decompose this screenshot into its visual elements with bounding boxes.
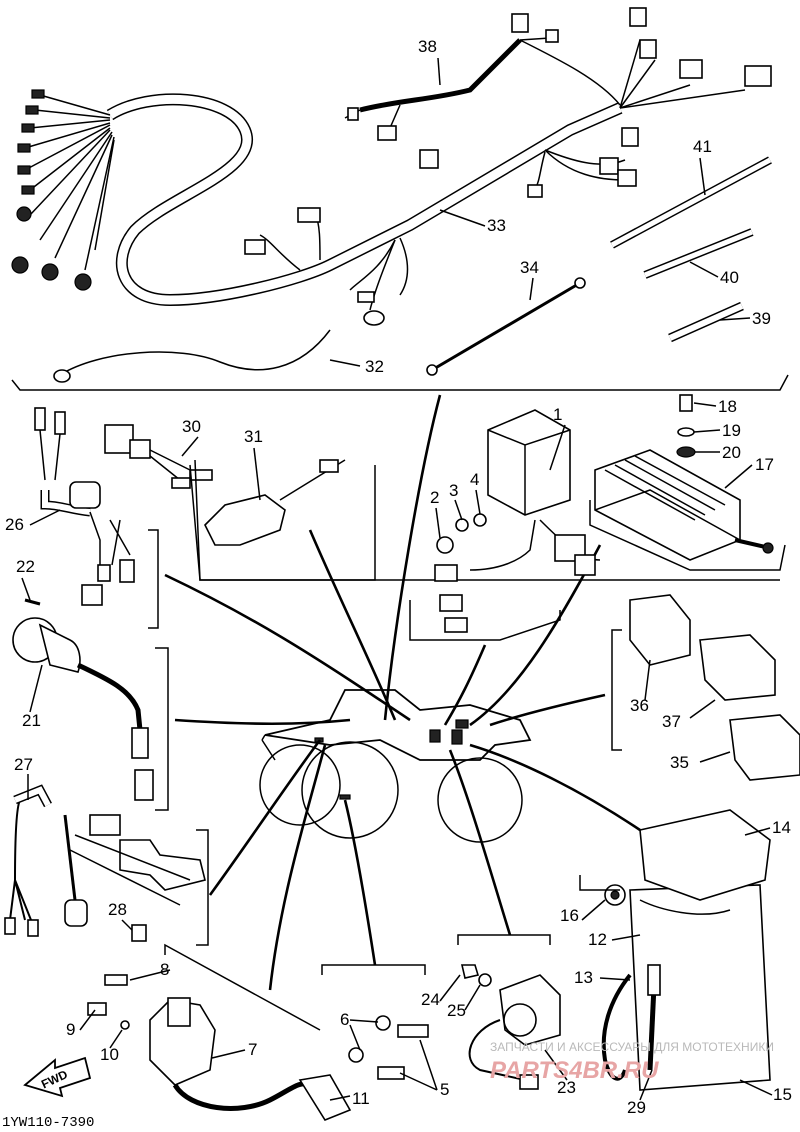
label-27: 27: [14, 755, 33, 774]
label-21: 21: [22, 711, 41, 730]
label-6: 6: [340, 1010, 349, 1029]
label-33: 33: [487, 216, 506, 235]
label-26: 26: [5, 515, 24, 534]
label-2: 2: [430, 488, 439, 507]
figure-code: 1YW110-7390: [2, 1115, 94, 1131]
label-31: 31: [244, 427, 263, 446]
watermark-logo: PARTS4BR.RU: [490, 1057, 659, 1084]
label-17: 17: [755, 455, 774, 474]
label-ticks: [21, 57, 773, 1101]
label-36: 36: [630, 696, 649, 715]
label-16: 16: [560, 906, 579, 925]
label-15: 15: [773, 1085, 792, 1104]
part-labels: 1 2 3 4 5 6 7 8 9 10 11 12 13 14 15 16 1…: [5, 37, 792, 1117]
label-3: 3: [449, 481, 458, 500]
label-19: 19: [722, 421, 741, 440]
label-8: 8: [160, 960, 169, 979]
label-13: 13: [574, 968, 593, 987]
label-41: 41: [693, 137, 712, 156]
relay-parts: [104, 424, 780, 581]
label-32: 32: [365, 357, 384, 376]
label-23: 23: [557, 1078, 576, 1097]
watermark-subtitle: ЗАПЧАСТИ И АКСЕССУАРЫ ДЛЯ МОТОТЕХНИКИ: [490, 1040, 774, 1054]
bolts: [321, 964, 429, 1080]
label-35: 35: [670, 753, 689, 772]
label-30: 30: [182, 417, 201, 436]
label-39: 39: [752, 309, 771, 328]
label-29: 29: [627, 1098, 646, 1117]
label-12: 12: [588, 930, 607, 949]
atv-outline: [259, 689, 532, 843]
regulator: [589, 394, 786, 571]
label-11: 11: [352, 1089, 370, 1108]
label-40: 40: [720, 268, 739, 287]
wire-harness-group: [11, 7, 789, 391]
label-1: 1: [553, 405, 562, 424]
label-28: 28: [108, 900, 127, 919]
label-20: 20: [722, 443, 741, 462]
starter-relay: [457, 934, 561, 1090]
cdi-unit: [409, 409, 601, 641]
battery: [579, 809, 771, 1091]
label-9: 9: [66, 1020, 75, 1039]
leader-lines: [164, 394, 641, 991]
label-34: 34: [520, 258, 539, 277]
label-37: 37: [662, 712, 681, 731]
label-14: 14: [772, 818, 791, 837]
label-5: 5: [440, 1080, 449, 1099]
label-18: 18: [718, 397, 737, 416]
label-10: 10: [100, 1045, 119, 1064]
label-22: 22: [16, 557, 35, 576]
label-25: 25: [447, 1001, 466, 1020]
ignition-coil: [23, 943, 352, 1121]
label-7: 7: [248, 1040, 257, 1059]
terminal-covers: [611, 594, 800, 781]
label-38: 38: [418, 37, 437, 56]
label-24: 24: [421, 990, 440, 1009]
left-parts: [4, 407, 209, 946]
label-4: 4: [470, 470, 479, 489]
